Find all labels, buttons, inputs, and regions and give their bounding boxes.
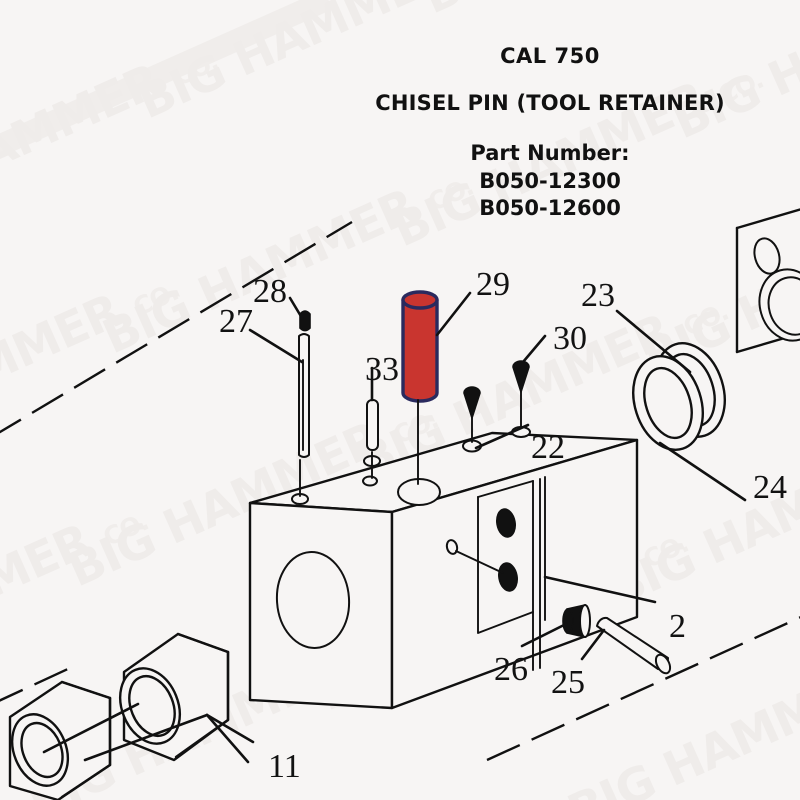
leader-11-branch (83, 713, 209, 762)
bushing-11b-bore (128, 675, 176, 737)
pin-22-head (463, 386, 481, 421)
leader-30 (516, 334, 547, 370)
roll-pin-end (654, 653, 672, 675)
construction-border-lines (0, 220, 800, 762)
plate-large-bore-inner (767, 276, 800, 336)
leader-22 (474, 423, 530, 450)
leader-25 (580, 628, 606, 661)
part-22-tapered-pin (463, 386, 530, 450)
title-block: CAL 750 CHISEL PIN (TOOL RETAINER) Part … (330, 44, 770, 223)
callout-2: 2 (669, 608, 686, 645)
partial-plate-top-right (735, 208, 800, 354)
housing-pocket-top (477, 480, 534, 498)
part-11-bushings (8, 632, 255, 800)
bushing-11b-top (176, 632, 230, 654)
leader-11 (205, 713, 255, 744)
seal-ring-24-inner (643, 366, 693, 440)
callout-33: 33 (365, 351, 399, 388)
part-27-long-rod (248, 296, 311, 497)
callout-30: 30 (553, 320, 587, 357)
dashdot-upper-left (0, 220, 353, 434)
parts-23-24-seal-rings (615, 309, 747, 502)
part-number-1: B050-12300 (479, 169, 621, 193)
leader-11a (42, 702, 140, 754)
bushing-11a-bottom (60, 763, 112, 799)
part-33-small-pin (366, 366, 379, 479)
part-name-title: CHISEL PIN (TOOL RETAINER) (375, 91, 725, 115)
bushing-11a-top (60, 680, 112, 700)
callout-27: 27 (219, 303, 253, 340)
chisel-pin-top-ellipse (401, 290, 439, 310)
leader-26 (520, 622, 568, 648)
part-26-bushing-small (520, 604, 591, 648)
callout-24: 24 (753, 469, 787, 506)
bushing-11b-bottom (174, 718, 230, 759)
leader-29 (435, 291, 472, 337)
callout-25: 25 (551, 664, 585, 701)
housing-small-hole (445, 539, 459, 555)
housing-slot-leader (455, 550, 504, 574)
leader-24 (658, 441, 747, 502)
pin-33-body (366, 399, 379, 451)
dashdot-lower-right (486, 616, 800, 762)
rod-body (298, 333, 310, 458)
housing-slot-lower (498, 562, 518, 592)
callout-29: 29 (476, 266, 510, 303)
part-28-dowel (299, 310, 311, 332)
housing-pocket (477, 496, 534, 634)
housing-slot-upper (496, 508, 516, 538)
callout-28: 28 (253, 273, 287, 310)
housing-top-bore-29 (397, 478, 441, 506)
part-29-chisel-pin-highlighted (401, 290, 472, 485)
callout-22: 22 (531, 429, 565, 466)
leader-27 (248, 328, 304, 364)
main-housing-body (248, 431, 639, 710)
housing-front-bore (275, 551, 351, 649)
callout-26: 26 (494, 651, 528, 688)
dashdot-lower-left (0, 666, 71, 702)
callout-23: 23 (581, 277, 615, 314)
leader-23 (615, 309, 692, 374)
housing-top-hole-33b (362, 475, 378, 487)
chisel-pin-barrel (401, 298, 439, 403)
leader-2 (543, 575, 657, 604)
leader-11-tail (205, 713, 250, 764)
leader-28 (288, 296, 304, 320)
bushing-26-end (562, 608, 574, 634)
part-number-2: B050-12600 (479, 196, 621, 220)
model-title: CAL 750 (500, 44, 600, 68)
part-25-roll-pin (580, 616, 672, 675)
part-number-label: Part Number: (470, 141, 630, 165)
bushing-26-flange (579, 604, 591, 638)
part-30-tapered-pin (511, 334, 547, 438)
callout-11: 11 (268, 748, 301, 785)
